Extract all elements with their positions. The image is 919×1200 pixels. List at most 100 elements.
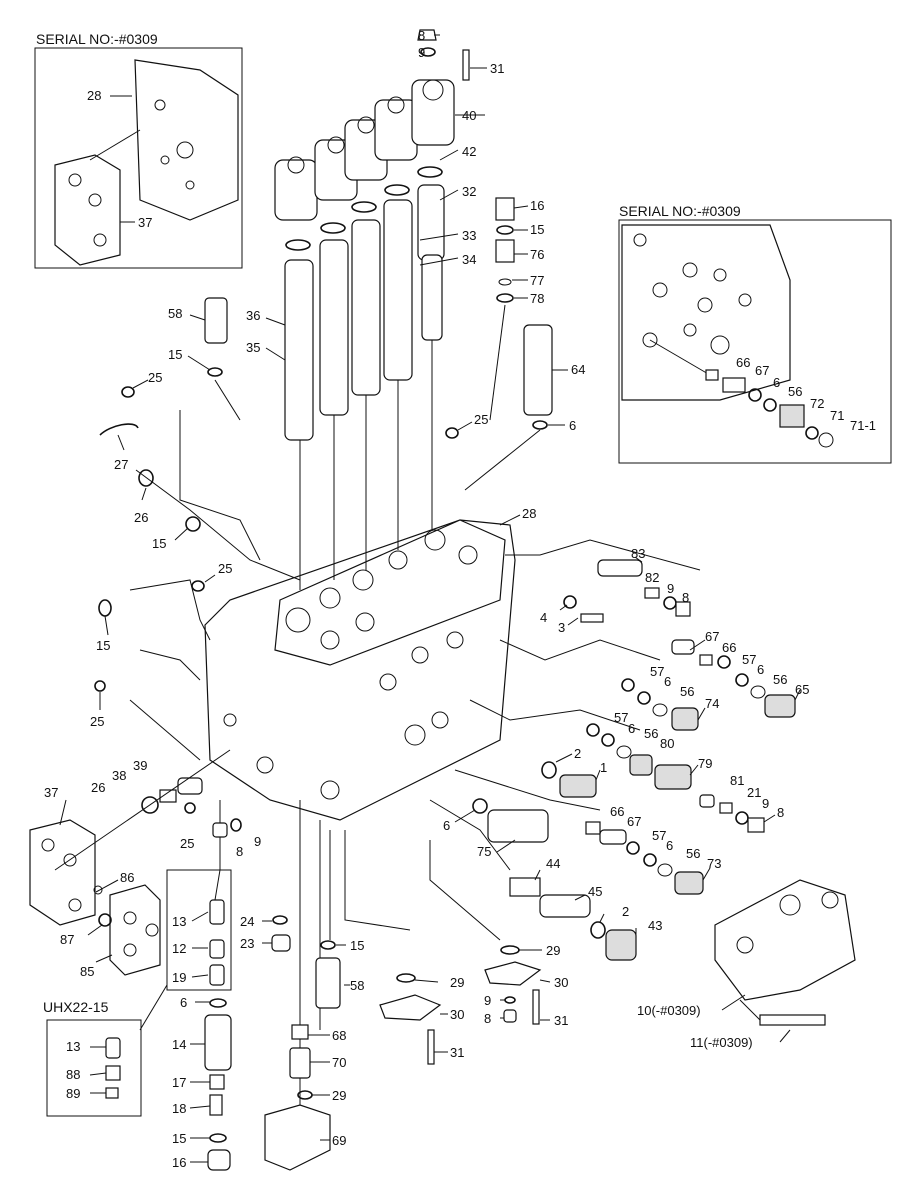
callout: 25 — [180, 836, 194, 851]
callout: 6 — [757, 662, 764, 677]
callout: 25 — [148, 370, 162, 385]
callout: 15 — [152, 536, 166, 551]
sleeve-14 — [204, 1014, 232, 1071]
spring-44 — [509, 877, 541, 897]
callout: 29 — [332, 1088, 346, 1103]
callout: 74 — [705, 696, 719, 711]
callout: 8 — [682, 590, 689, 605]
bracket-10 — [714, 879, 856, 1001]
cover-30 — [484, 961, 542, 986]
callout: 58 — [350, 978, 364, 993]
callout: 34 — [462, 252, 476, 267]
callout: 19 — [172, 970, 186, 985]
valve-75 — [487, 809, 549, 843]
callout: 25 — [218, 561, 232, 576]
callout: 37 — [138, 215, 152, 230]
callout: 32 — [462, 184, 476, 199]
callout: 82 — [645, 570, 659, 585]
callout: 65 — [795, 682, 809, 697]
plug-80 — [629, 754, 653, 776]
callout: 37 — [44, 785, 58, 800]
callout: 66 — [736, 355, 750, 370]
plug-8 — [417, 29, 437, 41]
callout: 80 — [660, 736, 674, 751]
callout: 2 — [622, 904, 629, 919]
cartridge-79 — [654, 764, 692, 790]
callout: 78 — [530, 291, 544, 306]
callout: 89 — [66, 1086, 80, 1101]
callout: 26 — [134, 510, 148, 525]
callout: 13 — [172, 914, 186, 929]
callout: 57 — [614, 710, 628, 725]
oring-42 — [417, 166, 443, 178]
inset-left-title: SERIAL NO:-#0309 — [36, 31, 158, 47]
callout: 28 — [522, 506, 536, 521]
callout: 6 — [666, 838, 673, 853]
callout: 8 — [777, 805, 784, 820]
cover-30 — [379, 994, 442, 1021]
callout: 88 — [66, 1067, 80, 1082]
callout: 4 — [540, 610, 547, 625]
callout: 15 — [168, 347, 182, 362]
callout: 44 — [546, 856, 560, 871]
callout: 66 — [722, 640, 736, 655]
inset-right-title: SERIAL NO:-#0309 — [619, 203, 741, 219]
callout: 25 — [90, 714, 104, 729]
callout: 24 — [240, 914, 254, 929]
callout: 56 — [773, 672, 787, 687]
callout: 13 — [66, 1039, 80, 1054]
callout: 28 — [87, 88, 101, 103]
callout: 15 — [96, 638, 110, 653]
callout: 15 — [172, 1131, 186, 1146]
callout: 69 — [332, 1133, 346, 1148]
cartridge-73 — [674, 871, 704, 895]
bolt-31 — [462, 49, 470, 81]
callout: 67 — [705, 629, 719, 644]
callout: 58 — [168, 306, 182, 321]
callout: 9 — [762, 796, 769, 811]
callout: 57 — [742, 652, 756, 667]
bottom-column: UHX22-15 — [43, 869, 542, 1171]
callout: 6 — [773, 375, 780, 390]
callout: 6 — [664, 674, 671, 689]
callout: 72 — [810, 396, 824, 411]
callout: 35 — [246, 340, 260, 355]
valve-58 — [315, 957, 341, 1009]
callout: 9 — [484, 993, 491, 1008]
plug-67 — [671, 639, 695, 655]
spool-stack — [94, 29, 553, 692]
callout: 29 — [546, 943, 560, 958]
callout: 56 — [680, 684, 694, 699]
valve-58 — [204, 297, 228, 344]
callout: 18 — [172, 1101, 186, 1116]
leader-lines — [59, 34, 801, 1163]
left-side-parts — [29, 699, 242, 976]
callout: 45 — [588, 884, 602, 899]
callout: 73 — [707, 856, 721, 871]
callout: 8 — [484, 1011, 491, 1026]
callout: 11(-#0309) — [690, 1035, 753, 1050]
callout: 6 — [628, 721, 635, 736]
callout: 17 — [172, 1075, 186, 1090]
callout: 14 — [172, 1037, 186, 1052]
callout: 30 — [554, 975, 568, 990]
callout: 86 — [120, 870, 134, 885]
plug-43 — [605, 929, 637, 961]
callout: 66 — [610, 804, 624, 819]
bolt-3 — [580, 613, 604, 623]
callout: 6 — [443, 818, 450, 833]
callout: 1 — [600, 760, 607, 775]
callout: 79 — [698, 756, 712, 771]
callout: 21 — [747, 785, 761, 800]
bolt-11 — [759, 1014, 826, 1026]
spool-32 — [417, 184, 445, 261]
valve-1 — [559, 774, 597, 798]
callout: 6 — [569, 418, 576, 433]
callout: 56 — [644, 726, 658, 741]
inset-left: SERIAL NO:-#0309 28 37 — [34, 31, 243, 269]
cartridge-65 — [764, 694, 796, 718]
callout: 75 — [477, 844, 491, 859]
callout: 9 — [418, 45, 425, 60]
valve-body — [129, 304, 701, 1110]
